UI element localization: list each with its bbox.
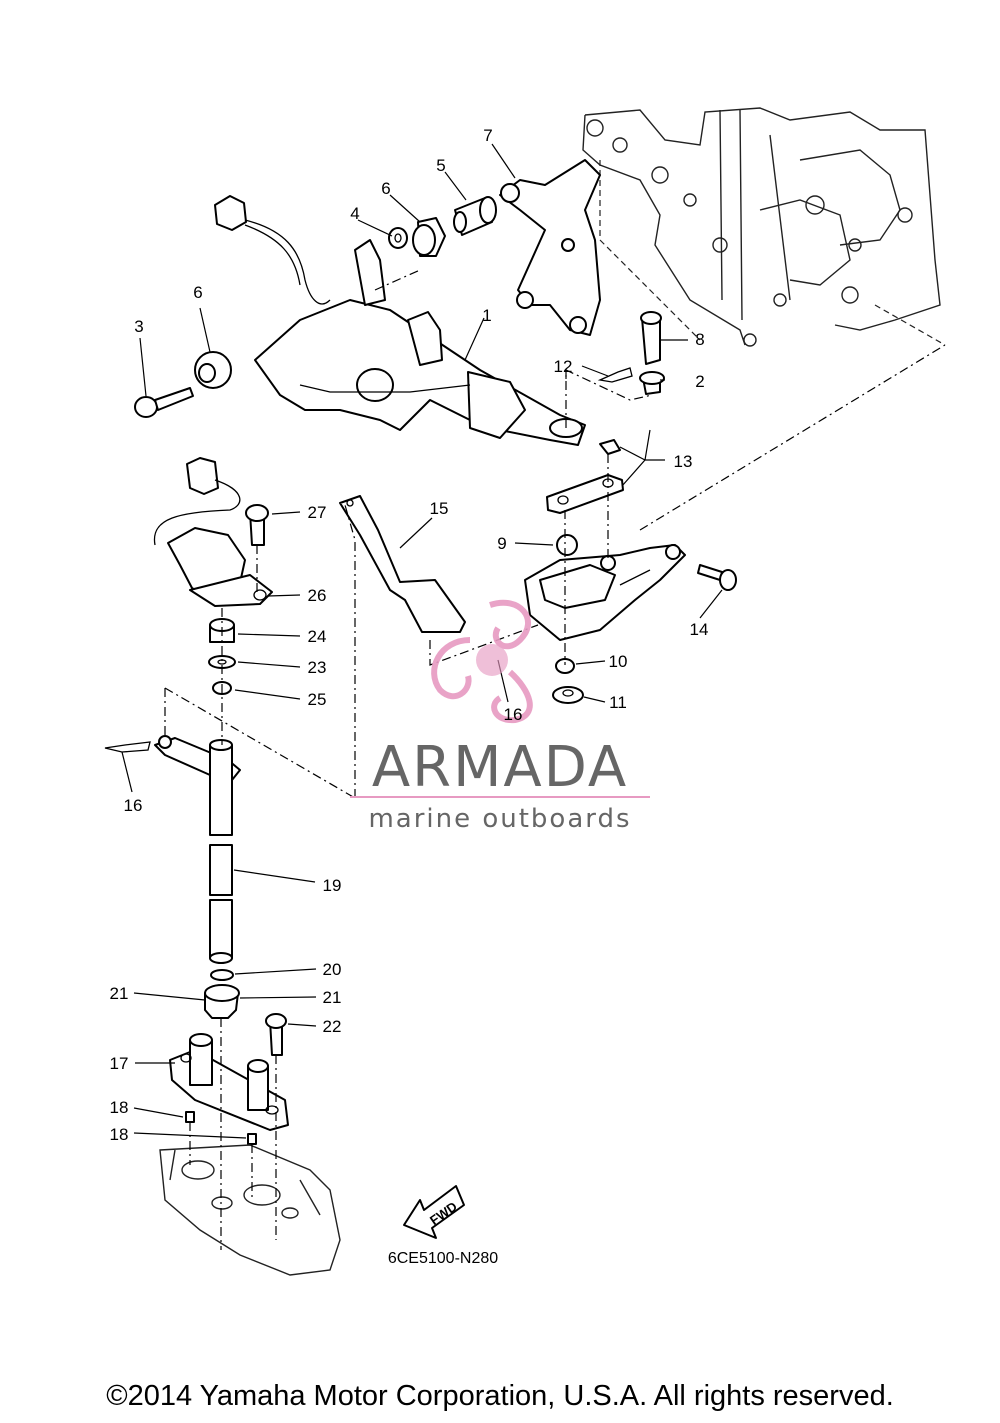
dowel-18 <box>185 1111 257 1145</box>
callout-11: 11 <box>609 693 627 712</box>
callout-4: 4 <box>350 204 359 223</box>
watermark-brand: ARMADA <box>372 735 628 800</box>
callout-5: 5 <box>436 156 445 175</box>
collar-2 <box>639 371 665 395</box>
wire-harness-top <box>214 195 331 305</box>
callout-7: 7 <box>483 126 492 145</box>
leader-lines <box>121 143 723 1139</box>
bushing-9 <box>556 534 578 556</box>
clip-12 <box>597 367 633 383</box>
callout-21a: 21 <box>110 984 129 1003</box>
callout-13: 13 <box>674 452 693 471</box>
callout-16b: 16 <box>124 796 143 815</box>
link-13 <box>546 439 624 514</box>
bolt-14 <box>697 564 737 591</box>
shift-rod-assembly <box>254 239 586 446</box>
oring-20 <box>210 969 234 981</box>
callout-16a: 16 <box>504 705 523 724</box>
center-lines <box>164 269 946 1250</box>
collar-5 <box>453 196 497 236</box>
lower-casing-outline <box>159 1144 341 1276</box>
bolt-3 <box>134 387 194 418</box>
callout-12: 12 <box>554 357 573 376</box>
grommet-6-top <box>412 217 446 257</box>
engine-block-outline <box>582 107 946 347</box>
watermark-tagline: marine outboards <box>368 804 631 834</box>
callout-23: 23 <box>308 658 327 677</box>
callout-25: 25 <box>308 690 327 709</box>
callout-3: 3 <box>134 317 143 336</box>
callout-24: 24 <box>308 627 327 646</box>
washer-11 <box>552 686 584 704</box>
fwd-arrow-icon: FWD <box>403 1185 465 1239</box>
bracket-7 <box>499 159 601 336</box>
bracket-17 <box>169 1033 289 1131</box>
bushing-21 <box>204 984 240 1019</box>
armada-watermark: ARMADA marine outboards <box>350 599 650 834</box>
bolt-27 <box>245 504 269 546</box>
callout-17: 17 <box>110 1054 129 1073</box>
clip-16-left <box>104 741 151 753</box>
callout-10: 10 <box>609 652 628 671</box>
callout-18b: 18 <box>110 1125 129 1144</box>
propeller-logo <box>431 599 533 724</box>
lever-plate <box>524 544 686 641</box>
callout-8: 8 <box>695 330 704 349</box>
callout-14: 14 <box>690 620 709 639</box>
callout-26: 26 <box>308 586 327 605</box>
bolt-22 <box>265 1013 287 1056</box>
callout-22: 22 <box>323 1017 342 1036</box>
callout-15: 15 <box>430 499 449 518</box>
callout-27: 27 <box>308 503 327 522</box>
callout-6b: 6 <box>193 283 202 302</box>
bracket-15 <box>339 495 466 633</box>
grommet-6-left <box>194 351 232 389</box>
diagram-code: 6CE5100-N280 <box>388 1250 498 1267</box>
callout-labels: 1 2 3 4 5 6 6 7 8 9 10 11 12 13 14 15 16… <box>110 126 709 1144</box>
callout-1: 1 <box>482 306 491 325</box>
shaft-19 <box>209 739 233 964</box>
sensor-assembly <box>153 457 273 607</box>
callout-6a: 6 <box>381 179 390 198</box>
washer-4 <box>388 227 408 249</box>
callout-21b: 21 <box>323 988 342 1007</box>
pin-8 <box>640 311 662 365</box>
callout-19: 19 <box>323 876 342 895</box>
copyright-notice: ©2014 Yamaha Motor Corporation, U.S.A. A… <box>106 1380 894 1412</box>
callout-2: 2 <box>695 372 704 391</box>
callout-18a: 18 <box>110 1098 129 1117</box>
callout-20: 20 <box>323 960 342 979</box>
washer-10 <box>555 658 575 674</box>
callout-9: 9 <box>497 534 506 553</box>
